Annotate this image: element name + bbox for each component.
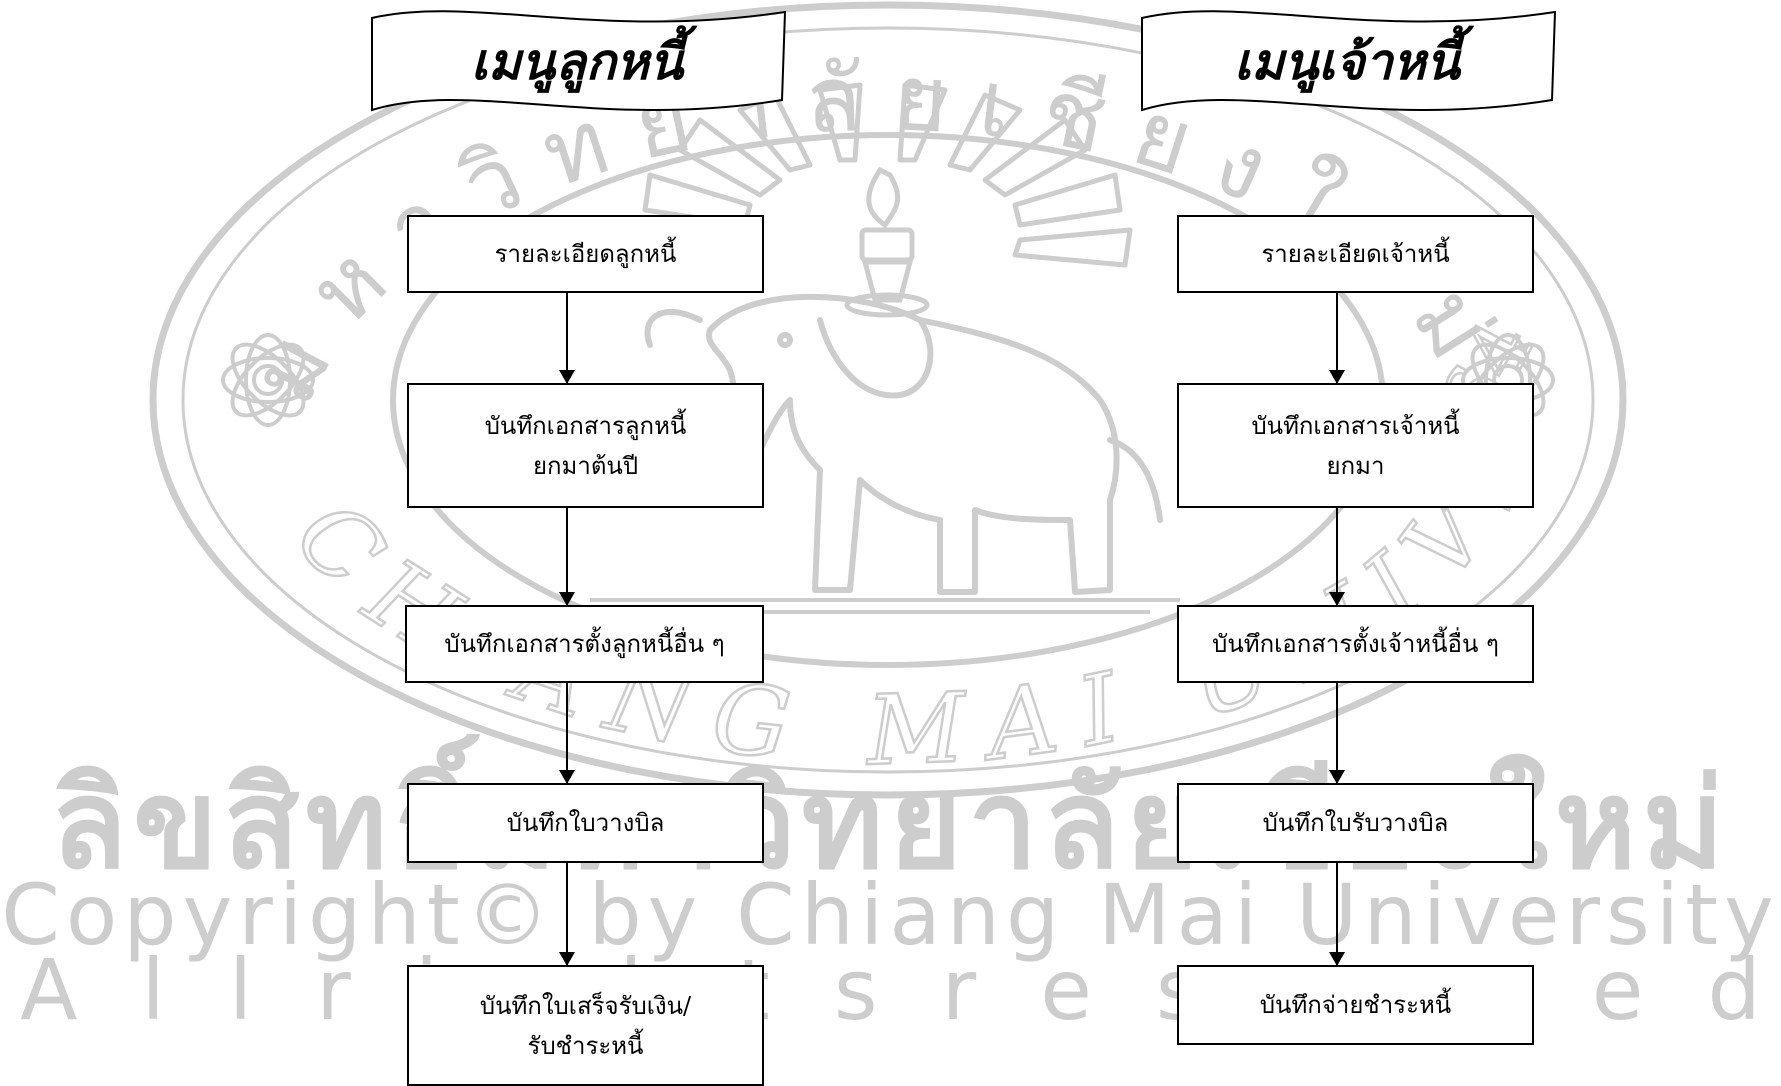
creditor-step-other-payables: บันทึกเอกสารตั้งเจ้าหนี้อื่น ๆ [1177, 605, 1534, 683]
watermark-rights-letter: A [20, 941, 78, 1039]
debtor-step-receipt: บันทึกใบเสร็จรับเงิน/ รับชำระหนี้ [407, 965, 764, 1086]
debtor-step-other-receivables: บันทึกเอกสารตั้งลูกหนี้อื่น ๆ [405, 605, 764, 683]
seal-outer-ring [149, 1, 1627, 799]
creditor-step-payment: บันทึกจ่ายชำระหนี้ [1177, 965, 1534, 1045]
debtor-menu-banner [371, 10, 787, 112]
watermark-rights-letter: r [316, 941, 351, 1039]
creditor-menu-banner [1141, 10, 1557, 112]
debtor-menu-title: เมนูลูกหนี้ [470, 32, 684, 91]
watermark-rights-letter: r [941, 941, 977, 1039]
creditor-step-payment-label: บันทึกจ่ายชำระหนี้ [1259, 991, 1452, 1019]
seal-middle-ring [181, 26, 1595, 774]
debtor-step-details: รายละเอียดลูกหนี้ [407, 215, 764, 293]
creditor-step-billing-receipt-label: บันทึกใบรับวางบิล [1262, 809, 1449, 837]
debtor-step-billing-note-label: บันทึกใบวางบิล [506, 809, 665, 837]
debtor-step-opening-balance: บันทึกเอกสารลูกหนี้ ยกมาต้นปี [407, 383, 764, 508]
watermark-rights-letter: e [1040, 941, 1092, 1039]
left-flower-icon [221, 333, 315, 427]
debtor-step-details-label: รายละเอียดลูกหนี้ [494, 240, 677, 268]
creditor-step-details-label: รายละเอียดเจ้าหนี้ [1261, 240, 1450, 268]
creditor-step-other-payables-label: บันทึกเอกสารตั้งเจ้าหนี้อื่น ๆ [1212, 630, 1499, 658]
watermark-copyright-line: Copyright© by Chiang Mai University [1, 866, 1780, 964]
watermark-rights-letter: l [228, 941, 253, 1039]
creditor-step-opening-balance-line-1: บันทึกเอกสารเจ้าหนี้ [1251, 411, 1460, 440]
watermark-rights-letter: l [141, 941, 165, 1039]
creditor-step-details: รายละเอียดเจ้าหนี้ [1177, 215, 1534, 293]
debtor-step-receipt-line-1: บันทึกใบเสร็จรับเงิน/ [479, 991, 692, 1020]
watermark-rights-letter: d [1707, 941, 1761, 1039]
creditor-menu-title: เมนูเจ้าหนี้ [1234, 32, 1460, 91]
creditor-step-opening-balance: บันทึกเอกสารเจ้าหนี้ ยกมา [1177, 383, 1534, 508]
debtor-step-other-receivables-label: บันทึกเอกสารตั้งลูกหนี้อื่น ๆ [444, 630, 725, 658]
watermark-rights-letter: e [1591, 941, 1644, 1039]
creditor-step-opening-balance-line-2: ยกมา [1326, 451, 1385, 480]
torch-icon [844, 166, 930, 318]
creditor-step-billing-receipt: บันทึกใบรับวางบิล [1177, 783, 1534, 863]
watermark-rights-letter: s [833, 941, 878, 1039]
debtor-step-billing-note: บันทึกใบวางบิล [407, 783, 764, 863]
debtor-step-opening-balance-line-1: บันทึกเอกสารลูกหนี้ [484, 411, 687, 440]
debtor-step-opening-balance-line-2: ยกมาต้นปี [532, 451, 639, 480]
debtor-step-receipt-line-2: รับชำระหนี้ [527, 1031, 644, 1060]
